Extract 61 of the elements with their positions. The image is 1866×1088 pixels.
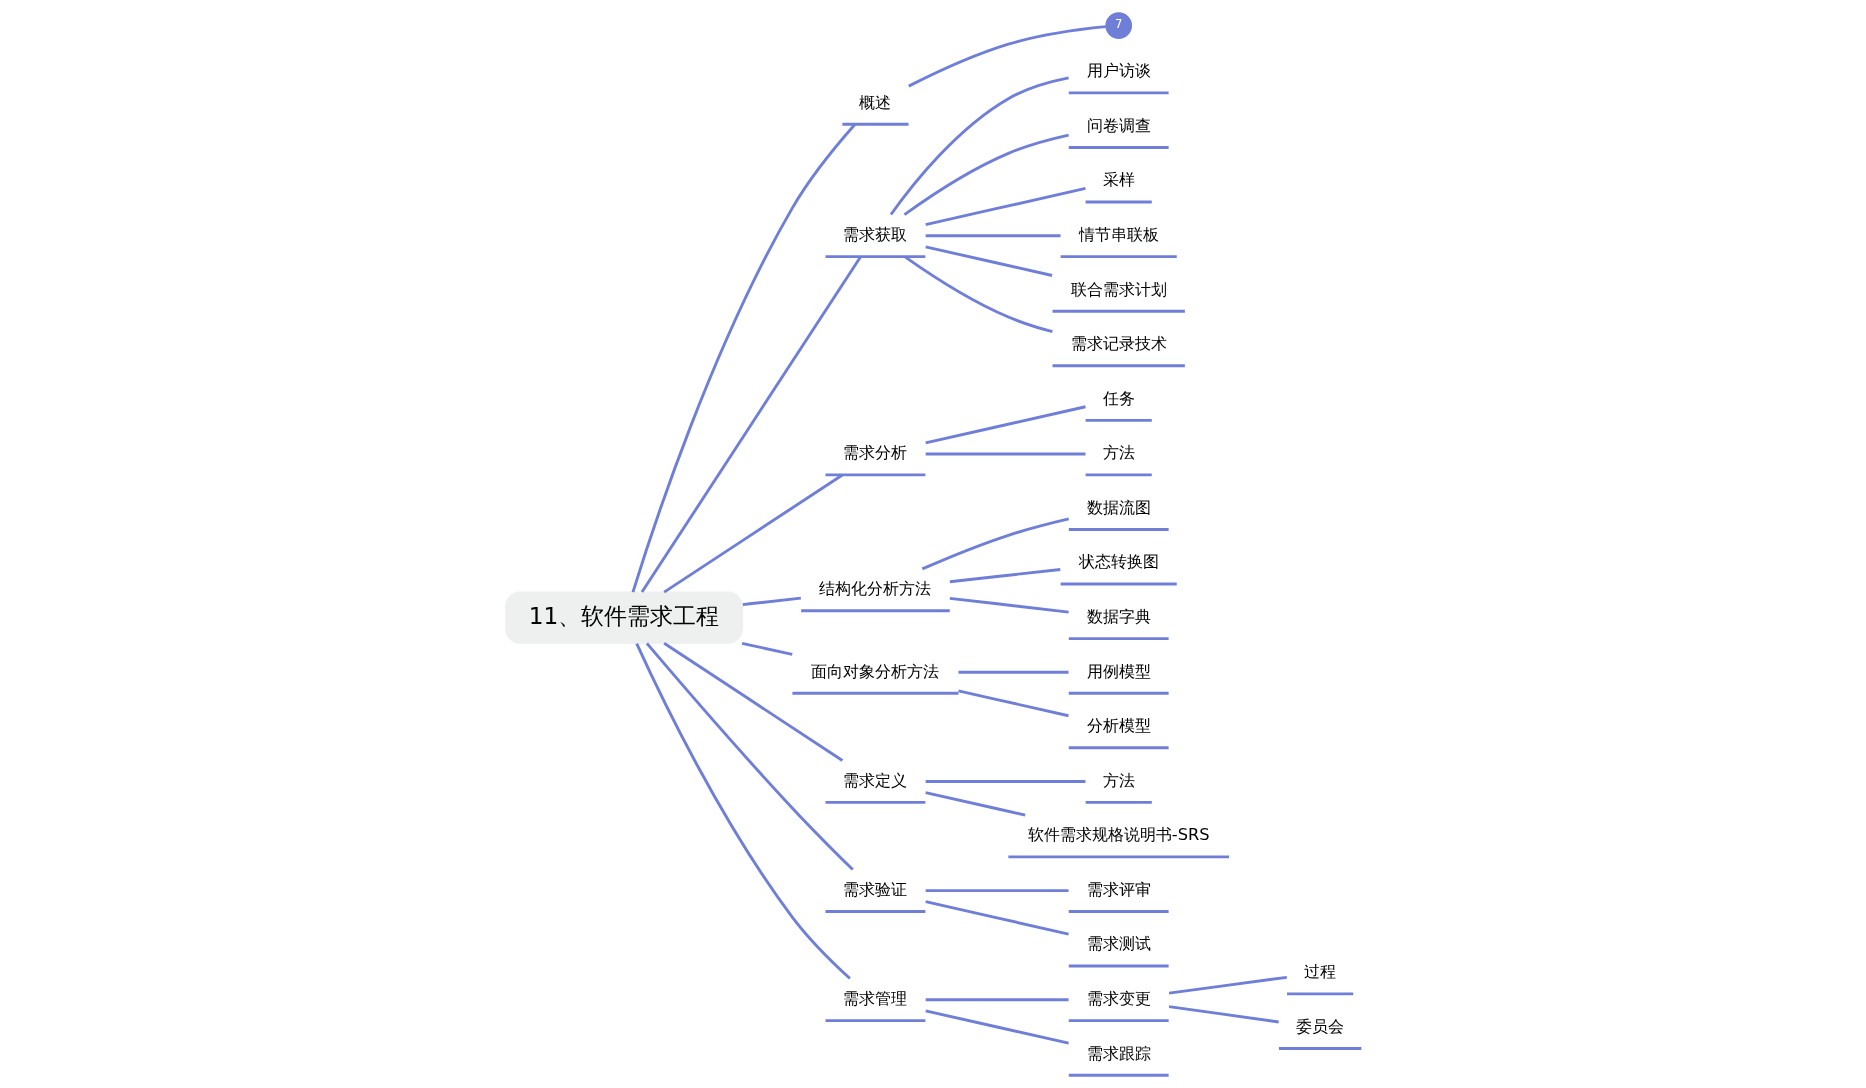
connector — [634, 643, 851, 980]
node-text: 任务 — [1102, 388, 1135, 408]
connector — [1168, 975, 1287, 995]
connector — [925, 998, 1069, 1002]
node-text: 面向对象分析方法 — [810, 662, 939, 681]
connector — [949, 596, 1069, 614]
connector — [907, 25, 1106, 88]
node-text: 委员会 — [1295, 1016, 1344, 1036]
node-text: 需求获取 — [842, 226, 907, 245]
connector — [925, 234, 1060, 238]
node-text: 需求管理 — [842, 990, 907, 1009]
node-text: 情节串联板 — [1078, 225, 1159, 245]
node-circle: 7 — [1104, 12, 1132, 39]
node-text: 需求跟踪 — [1086, 1043, 1151, 1063]
node-text: 问卷调查 — [1086, 115, 1151, 135]
node-text: 方法 — [1102, 443, 1135, 463]
node-text: 采样 — [1102, 170, 1135, 190]
connector — [921, 517, 1069, 571]
connector — [957, 689, 1069, 718]
node-text: 过程 — [1303, 962, 1336, 982]
node-text: 结构化分析方法 — [818, 580, 931, 599]
connector — [662, 473, 843, 594]
node-text: 用户访谈 — [1086, 61, 1151, 81]
connector — [924, 900, 1069, 936]
connector — [924, 791, 1025, 817]
node-text: 方法 — [1102, 770, 1135, 790]
node-text: 需求评审 — [1086, 879, 1151, 899]
connector — [631, 123, 856, 593]
connector — [903, 255, 1053, 334]
node-text: 需求定义 — [842, 771, 907, 790]
node-text: 需求测试 — [1086, 934, 1151, 954]
connector — [924, 187, 1086, 227]
connector — [949, 568, 1060, 584]
connector — [958, 670, 1068, 674]
node-text: 需求变更 — [1086, 989, 1151, 1009]
connector — [925, 780, 1085, 783]
node-text: 需求记录技术 — [1070, 334, 1167, 354]
connector — [903, 133, 1069, 216]
connector — [741, 641, 793, 656]
node-text: 联合需求计划 — [1070, 279, 1167, 299]
node-text: 用例模型 — [1086, 661, 1151, 681]
node-text: 概述 — [858, 93, 891, 112]
connector — [925, 452, 1085, 456]
node-text: 分析模型 — [1086, 716, 1151, 736]
connector — [742, 596, 801, 606]
connector — [1168, 1005, 1279, 1024]
connector — [640, 256, 862, 593]
node-box: 11、软件需求工程 — [504, 591, 743, 644]
node-text: 数据字典 — [1086, 607, 1151, 627]
node-text: 软件需求规格说明书-SRS — [1027, 825, 1210, 845]
connector — [925, 889, 1069, 893]
connector — [662, 642, 843, 762]
connector — [924, 245, 1052, 277]
node-text: 数据流图 — [1086, 497, 1151, 517]
connector — [924, 405, 1086, 445]
node-text: 需求验证 — [842, 880, 907, 899]
connector — [889, 76, 1069, 216]
node-text: 需求分析 — [842, 444, 907, 463]
connector — [924, 1009, 1069, 1045]
node-text: 状态转换图 — [1078, 552, 1159, 572]
connector — [645, 642, 854, 871]
